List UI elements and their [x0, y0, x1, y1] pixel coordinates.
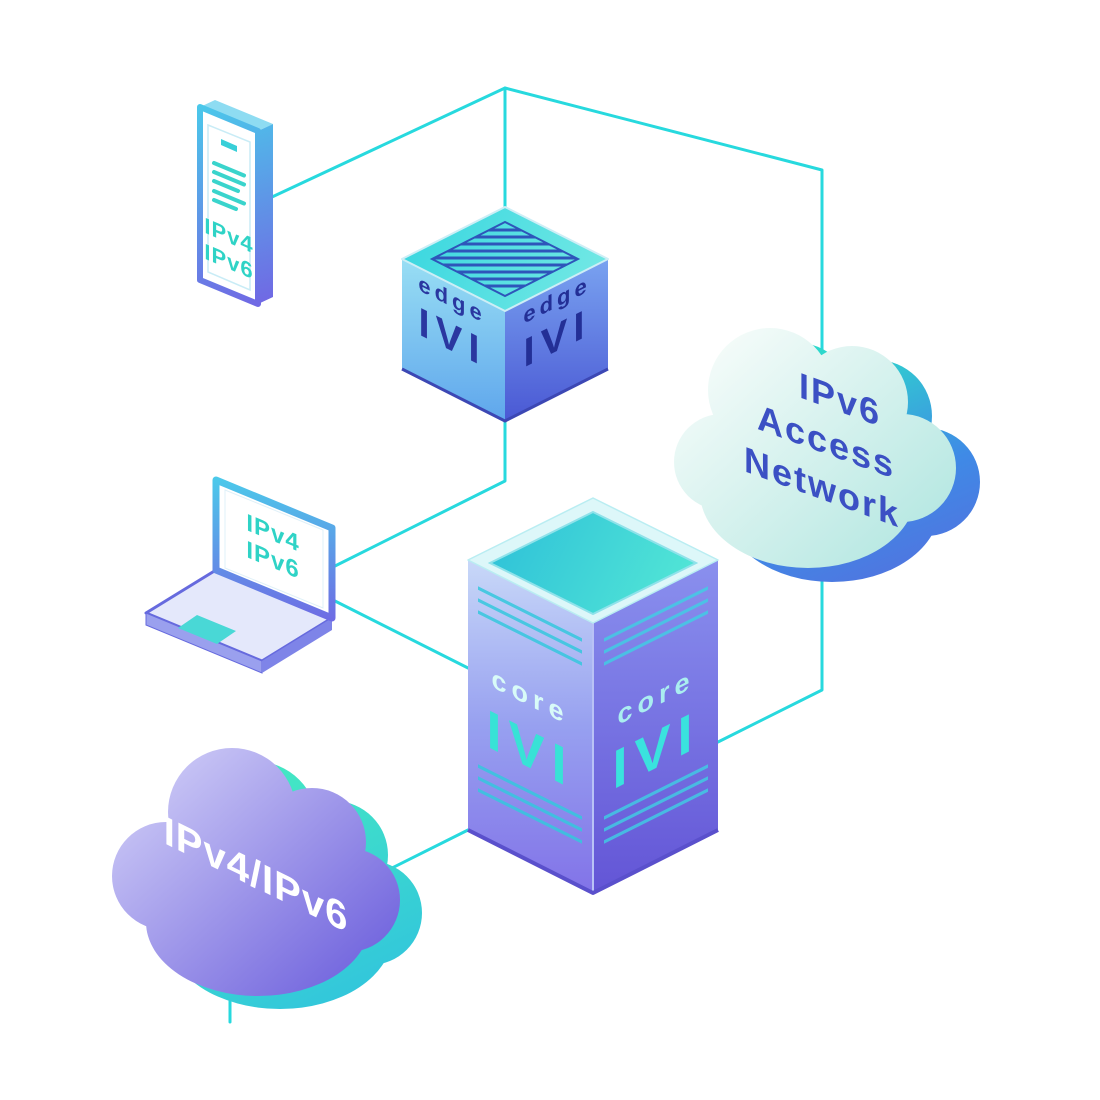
laptop-base-right-edge — [262, 618, 332, 673]
edge-cube-top-inset — [429, 220, 581, 298]
cloud-ipv4-ipv6-front-layer — [112, 748, 400, 996]
phone-screen-lines — [212, 161, 246, 211]
laptop-screen — [224, 489, 324, 609]
core-left-top-lines — [478, 586, 582, 666]
smartphone-icon: IPv4 IPv6 — [197, 100, 273, 307]
connection-laptop-to-core — [331, 598, 470, 670]
connection-phone-to-edge — [270, 86, 507, 209]
laptop-icon: IPv4 IPv6 — [144, 476, 336, 674]
edge-cube-bottom-rim — [401, 367, 609, 423]
core-top-inset — [487, 510, 699, 616]
phone-side-face — [258, 124, 273, 304]
phone-notch — [221, 139, 237, 152]
core-right-top-lines — [604, 586, 708, 666]
core-router-tower: core IVI core IVI — [467, 497, 719, 895]
phone-top-face — [200, 100, 273, 131]
core-bottom-rim — [467, 828, 719, 895]
core-left-bottom-lines — [478, 764, 582, 844]
cloud-ipv6-access-network: IPv6 Access Network — [674, 328, 980, 582]
connection-edge-to-laptop — [331, 419, 507, 569]
cloud-ipv6-front-layer — [674, 328, 956, 568]
cloud-ipv4-ipv6: IPv4/IPv6 — [112, 748, 422, 1009]
core-right-bottom-lines — [604, 764, 708, 844]
laptop-trackpad — [178, 615, 236, 644]
edge-router-cube: edge IVI edge IVI — [401, 206, 609, 423]
